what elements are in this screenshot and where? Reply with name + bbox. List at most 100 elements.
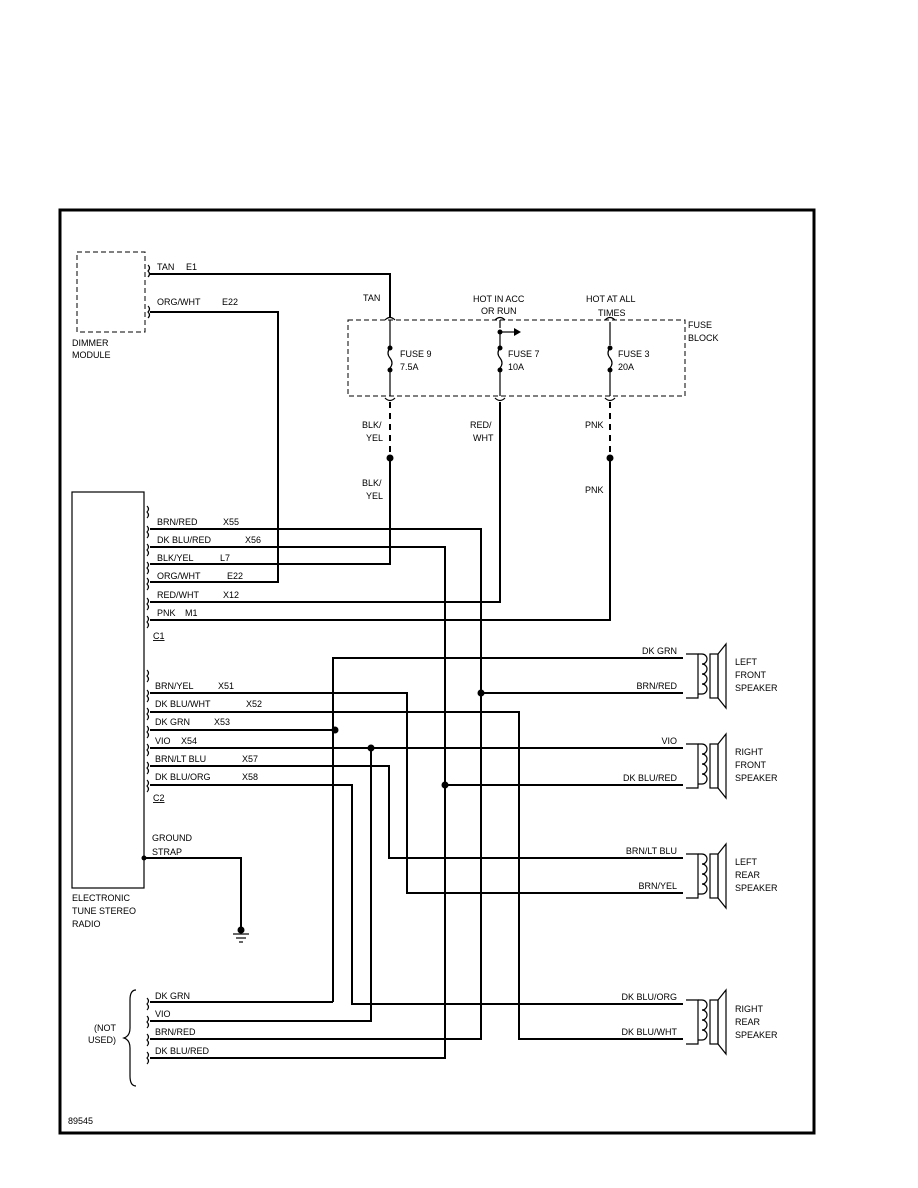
wire-dk-blu-red-x56 (150, 546, 446, 785)
rr-speaker-label-1: RIGHT (735, 1004, 764, 1014)
lr-wire-bottom: BRN/YEL (638, 881, 677, 891)
fuse-7-out-label-1: RED/ (470, 420, 492, 430)
wire-tan-e1 (150, 273, 391, 318)
dimmer-module: DIMMER MODULE TAN E1 ORG/WHT E22 (72, 251, 238, 360)
c2-pin-vio-color: VIO (155, 736, 171, 746)
lr-speaker-label-3: SPEAKER (735, 883, 778, 893)
c2-pin-brn-yel-color: BRN/YEL (155, 681, 194, 691)
speaker-left-rear: LEFT REAR SPEAKER BRN/LT BLU BRN/YEL (626, 843, 778, 909)
not-used-wire-brn-red: BRN/RED (155, 1027, 196, 1037)
rr-speaker-label-3: SPEAKER (735, 1030, 778, 1040)
lf-speaker-label-1: LEFT (735, 657, 758, 667)
dimmer-wire-orgwht-circuit: E22 (222, 297, 238, 307)
splice-dk-grn (331, 726, 339, 734)
dimmer-wire-orgwht-color: ORG/WHT (157, 297, 201, 307)
not-used-label-1: (NOT (94, 1023, 116, 1033)
c2-pin-dk-grn-color: DK GRN (155, 717, 190, 727)
feed-acc-label-2: OR RUN (481, 306, 517, 316)
c1-pin-red-wht-circuit: X12 (223, 590, 239, 600)
fuse-3-out-label: PNK (585, 420, 604, 430)
speaker-right-rear: RIGHT REAR SPEAKER DK BLU/ORG DK BLU/WHT (621, 989, 778, 1055)
wire-vio-trunk (150, 748, 372, 1022)
ground-strap (141, 855, 249, 943)
connector-c2: BRN/YEL X51 DK BLU/WHT X52 DK GRN X53 VI… (146, 669, 262, 793)
radio-unit: ELECTRONIC TUNE STEREO RADIO C1 C2 GROUN… (71, 491, 192, 929)
c1-pin-org-wht-color: ORG/WHT (157, 571, 201, 581)
rf-speaker-label-1: RIGHT (735, 747, 764, 757)
c2-pin-dk-blu-wht-color: DK BLU/WHT (155, 699, 211, 709)
c2-pin-brn-lt-blu-circuit: X57 (242, 754, 258, 764)
wire-pnk-m1 (150, 460, 611, 621)
fuse-9-out-label-1: BLK/ (362, 420, 382, 430)
speaker-right-front: RIGHT FRONT SPEAKER VIO DK BLU/RED (623, 733, 778, 799)
fuse-9-out-label-2: YEL (366, 433, 383, 443)
lr-speaker-label-2: REAR (735, 870, 761, 880)
rr-speaker-label-2: REAR (735, 1017, 761, 1027)
fuse-3-name: FUSE 3 (618, 349, 650, 359)
c2-pin-brn-lt-blu-color: BRN/LT BLU (155, 754, 206, 764)
not-used-wire-dk-blu-red: DK BLU/RED (155, 1046, 210, 1056)
wire-brn-lt-blu-x57 (150, 765, 683, 859)
not-used-label-2: USED) (88, 1035, 116, 1045)
feed-always-label-2: TIMES (598, 308, 626, 318)
dimmer-module-label-2: MODULE (72, 350, 111, 360)
fuse-9-lower-label-1: BLK/ (362, 478, 382, 488)
connector-c1-label: C1 (153, 631, 165, 641)
connector-c1: BRN/RED X55 DK BLU/RED X56 BLK/YEL L7 OR… (146, 505, 261, 629)
wire-blk-yel-l7 (150, 460, 391, 565)
fuse-7-out-label-2: WHT (473, 433, 494, 443)
c1-pin-dk-blu-red-circuit: X56 (245, 535, 261, 545)
rf-wire-top: VIO (661, 736, 677, 746)
fuse-7-name: FUSE 7 (508, 349, 540, 359)
fuse-9-name: FUSE 9 (400, 349, 432, 359)
wire-red-wht-x12 (150, 402, 501, 603)
radio-label-2: TUNE STEREO (72, 906, 136, 916)
ground-strap-label-1: GROUND (152, 833, 192, 843)
wire-dk-blu-wht-x52 (150, 711, 683, 1040)
c1-pin-pnk-color: PNK (157, 608, 176, 618)
c1-pin-brn-red-circuit: X55 (223, 517, 239, 527)
feed-acc-label-1: HOT IN ACC (473, 294, 525, 304)
rf-speaker-label-2: FRONT (735, 760, 766, 770)
fuse-block: FUSE BLOCK TAN HOT IN ACC OR RUN HOT AT … (347, 293, 719, 402)
c2-pin-brn-yel-circuit: X51 (218, 681, 234, 691)
lf-speaker-label-3: SPEAKER (735, 683, 778, 693)
not-used-wire-vio: VIO (155, 1009, 171, 1019)
dimmer-wire-tan-circuit: E1 (186, 262, 197, 272)
c2-pin-dk-blu-org-color: DK BLU/ORG (155, 772, 211, 782)
dimmer-wire-tan-color: TAN (157, 262, 174, 272)
c1-pin-pnk-circuit: M1 (185, 608, 198, 618)
fuse-9-rating: 7.5A (400, 362, 419, 372)
radio-label-1: ELECTRONIC (72, 893, 131, 903)
c2-pin-dk-blu-wht-circuit: X52 (246, 699, 262, 709)
c2-pin-vio-circuit: X54 (181, 736, 197, 746)
c1-pin-blk-yel-color: BLK/YEL (157, 553, 194, 563)
connector-c2-label: C2 (153, 793, 165, 803)
fuse-3-lower-label: PNK (585, 485, 604, 495)
c1-pin-red-wht-color: RED/WHT (157, 590, 199, 600)
rf-wire-bottom: DK BLU/RED (623, 773, 678, 783)
c1-pin-blk-yel-circuit: L7 (220, 553, 230, 563)
lr-speaker-label-1: LEFT (735, 857, 758, 867)
feed-always-label-1: HOT AT ALL (586, 294, 636, 304)
fuse-9-lower-label-2: YEL (366, 491, 383, 501)
fuse-7-rating: 10A (508, 362, 524, 372)
wire-dk-blu-org-x58 (150, 784, 683, 1005)
ground-strap-label-2: STRAP (152, 847, 182, 857)
fuse-block-label-1: FUSE (688, 320, 712, 330)
c1-pin-brn-red-color: BRN/RED (157, 517, 198, 527)
fuse-block-label-2: BLOCK (688, 333, 719, 343)
diagram-frame (58, 208, 816, 1135)
rr-wire-top: DK BLU/ORG (621, 992, 677, 1002)
feed-tan-label: TAN (363, 293, 380, 303)
lf-wire-top: DK GRN (642, 646, 677, 656)
c1-pin-org-wht-circuit: E22 (227, 571, 243, 581)
c2-pin-dk-grn-circuit: X53 (214, 717, 230, 727)
dimmer-module-label-1: DIMMER (72, 338, 109, 348)
speaker-left-front: LEFT FRONT SPEAKER DK GRN BRN/RED (636, 643, 778, 709)
rf-speaker-label-3: SPEAKER (735, 773, 778, 783)
c1-pin-dk-blu-red-color: DK BLU/RED (157, 535, 212, 545)
wire-dk-grn-trunk (332, 657, 683, 1002)
splice-vio (367, 744, 375, 752)
